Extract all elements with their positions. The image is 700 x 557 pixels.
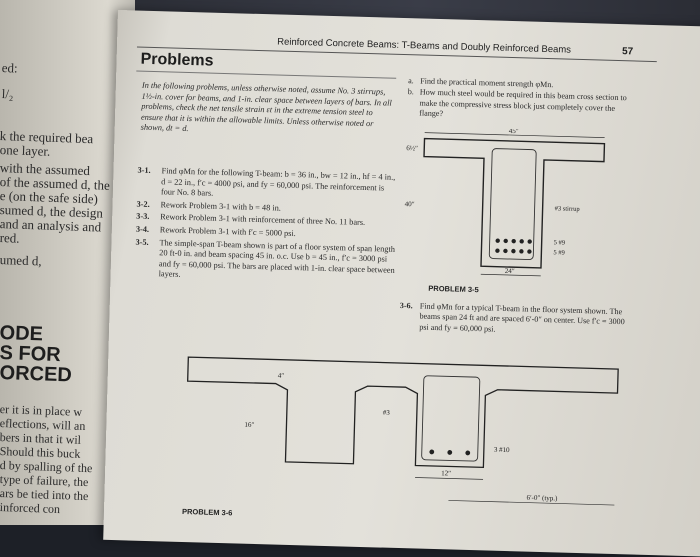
section-title: Problems <box>140 50 214 70</box>
left-fragment: red. <box>0 230 20 246</box>
floor-system-outline <box>186 356 619 469</box>
left-fragment: l/₂ <box>1 86 14 102</box>
figure-caption-3-5: PROBLEM 3-5 <box>428 283 479 295</box>
left-fragment: inforced con <box>0 500 61 517</box>
flange-width-label: 45″ <box>509 127 519 135</box>
problem-text: Find φMn for the following T-beam: b = 3… <box>160 166 396 198</box>
problem-number: 3-5. <box>135 237 149 247</box>
figure-problem-3-6: 4″ 16″ #3 3 #10 12″ 6′-0″ (typ.) <box>186 356 619 506</box>
beam-depth-label: 16″ <box>244 421 254 429</box>
left-heading-line: ORCED <box>0 362 73 387</box>
figure-caption-3-6: PROBLEM 3-6 <box>181 506 233 518</box>
subpart-text: How much steel would be required in this… <box>419 87 627 119</box>
subpart-item: b. How much steel would be required in t… <box>407 87 638 124</box>
figure-problem-3-5: 45″ 6½″ 40″ #3 stirrup 5 #9 5 #9 24″ <box>405 127 606 277</box>
flange-depth-label: 6½″ <box>406 144 418 152</box>
web-width-dim <box>415 477 484 480</box>
problem-text: Find φMn for a typical T-beam in the flo… <box>419 301 625 334</box>
stirrup-label: #3 <box>383 409 391 417</box>
bars-top-label: 5 #9 <box>554 239 566 246</box>
problem-number: 3-6. <box>399 300 413 311</box>
web-width-label: 24″ <box>505 267 515 275</box>
bars-bottom-label: 5 #9 <box>553 249 565 256</box>
problem-item: 3-1. Find φMn for the following T-beam: … <box>137 166 400 205</box>
stirrup-shape <box>488 148 537 261</box>
left-fragment: umed d, <box>0 252 42 269</box>
problem-text: The simple-span T-beam shown is part of … <box>158 237 396 280</box>
left-fragment: one layer. <box>0 142 51 159</box>
right-page: Reinforced Concrete Beams: T-Beams and D… <box>103 10 700 557</box>
bar-row-top <box>495 238 532 244</box>
intro-paragraph: In the following problems, unless otherw… <box>140 80 392 134</box>
slab-depth-label: 4″ <box>278 372 285 380</box>
problem-number: 3-3. <box>136 211 150 222</box>
bar-row-bottom <box>495 248 532 254</box>
spacing-dim <box>448 500 615 506</box>
left-fragment: ed: <box>1 60 18 76</box>
problem-number: 3-4. <box>135 224 150 234</box>
web-width-dim <box>480 273 541 277</box>
problem-list: 3-1. Find φMn for the following T-beam: … <box>134 166 399 289</box>
web-width-label: 12″ <box>441 469 451 477</box>
stirrup-label: #3 stirrup <box>555 205 580 213</box>
title-rule <box>136 70 397 79</box>
problem-number: 3-2. <box>136 199 150 209</box>
total-depth-label: 40″ <box>405 200 415 208</box>
problem-number: 3-1. <box>137 165 151 175</box>
right-column: a. Find the practical moment strength φM… <box>407 76 638 126</box>
bars-label: 3 #10 <box>494 446 510 454</box>
flange-width-dim <box>424 132 605 138</box>
problem-3-6: 3-6. Find φMn for a typical T-beam in th… <box>399 301 635 338</box>
subpart-label: b. <box>407 87 415 97</box>
problem-item: 3-5. The simple-span T-beam shown is par… <box>134 237 397 287</box>
stirrup-shape <box>421 375 481 462</box>
t-beam-outline <box>423 137 606 269</box>
spacing-label: 6′-0″ (typ.) <box>526 494 558 503</box>
page-number: 57 <box>621 46 634 58</box>
subpart-label: a. <box>408 76 414 86</box>
bar-row <box>429 449 471 456</box>
running-head: Reinforced Concrete Beams: T-Beams and D… <box>277 36 572 56</box>
